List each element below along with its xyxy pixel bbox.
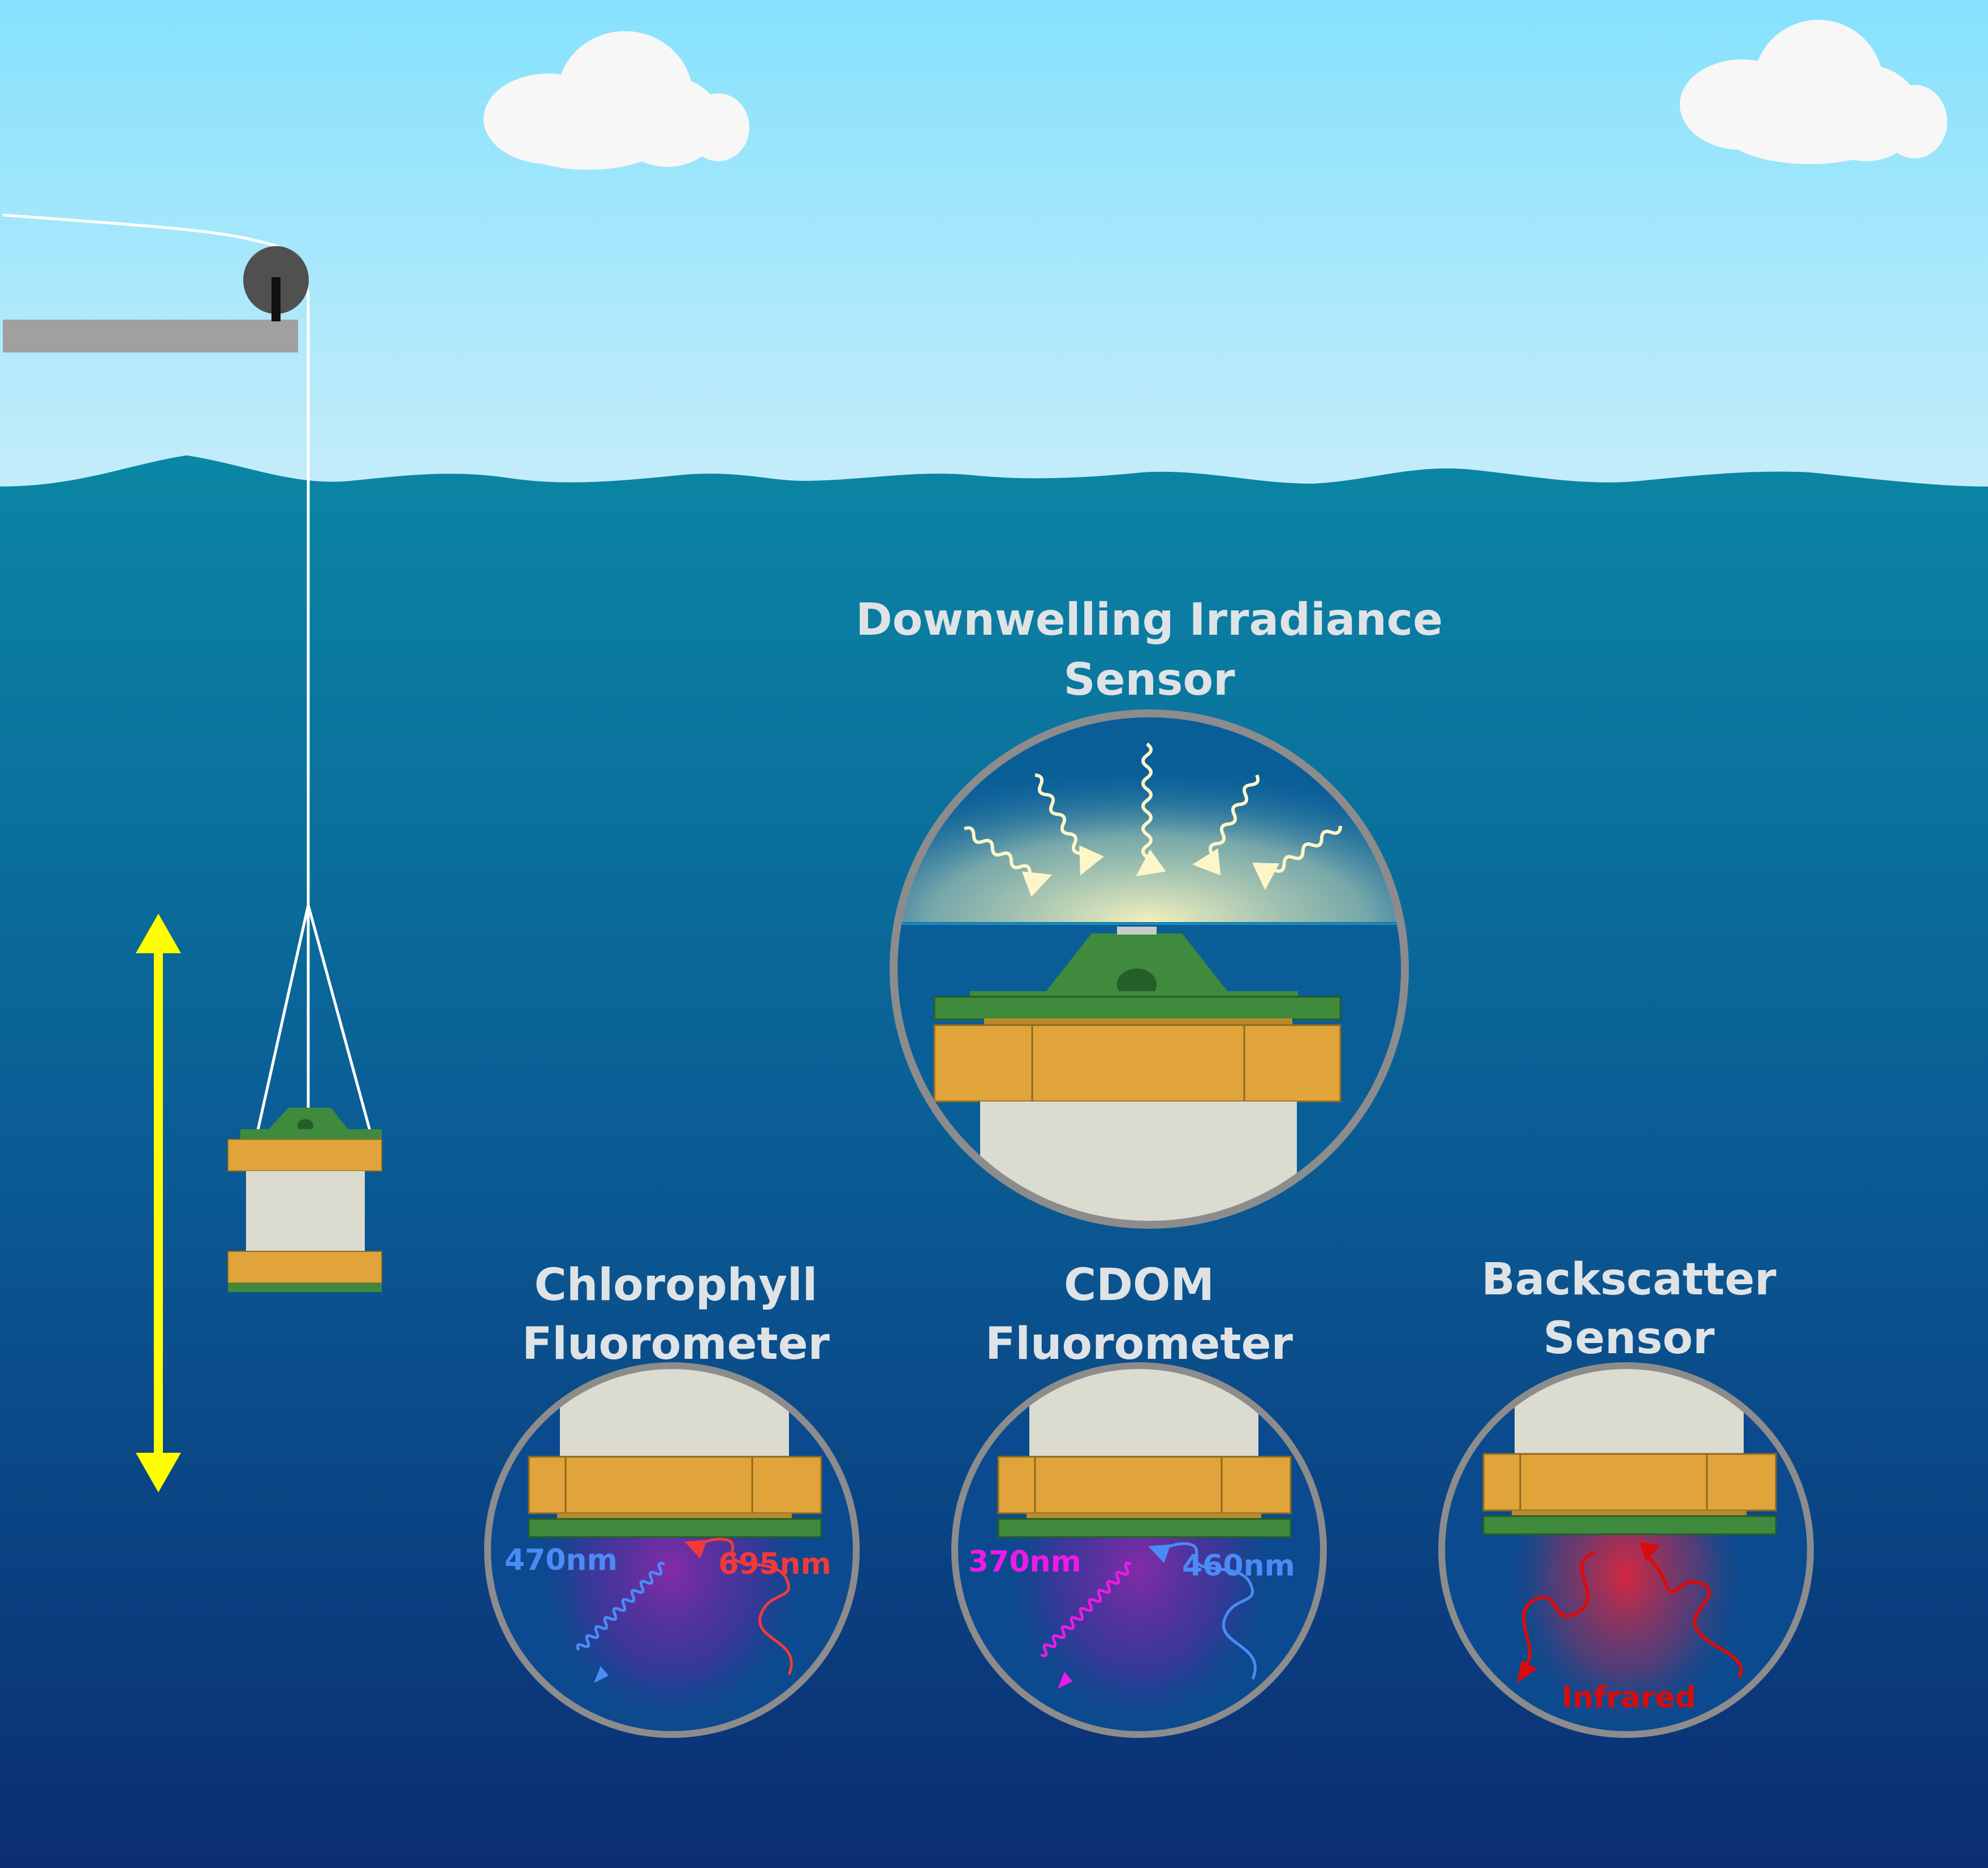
bridle-lines [256, 905, 372, 1133]
backscatter-title-line2: Sensor [1543, 1313, 1715, 1364]
irradiance-title-line1: Downwelling Irradiance [856, 595, 1443, 645]
excitation-wave-icon [576, 1561, 665, 1651]
cloud-icon [1680, 20, 1947, 164]
depth-arrow-icon [136, 914, 181, 1492]
cdom-zoom-circle [951, 1362, 1327, 1738]
chlorophyll-title-line2: Fluorometer [522, 1319, 830, 1370]
emission-wave-icon [1155, 1542, 1257, 1680]
cdom-title-line2: Fluorometer [985, 1319, 1293, 1370]
infrared-label: Infrared [1562, 1681, 1696, 1715]
pulley-post [271, 277, 281, 321]
cdom-title-line1: CDOM [1064, 1260, 1214, 1311]
chlorophyll-zoom-circle [484, 1362, 860, 1738]
cdom-excitation-label: 370nm [968, 1545, 1081, 1579]
cdom-emission-label: 460nm [1182, 1549, 1295, 1583]
emission-wave-icon [692, 1538, 793, 1675]
chl-excitation-label: 470nm [504, 1543, 618, 1577]
excitation-wave-icon [1040, 1561, 1132, 1658]
chl-emission-label: 695nm [718, 1547, 831, 1581]
backscatter-title-line1: Backscatter [1481, 1254, 1776, 1305]
backscatter-zoom-circle [1438, 1362, 1814, 1738]
chlorophyll-title-line1: Chlorophyll [534, 1260, 818, 1311]
sky [0, 0, 1988, 487]
irradiance-zoom-circle [890, 709, 1409, 1229]
infrared-wave-icon [1644, 1552, 1743, 1678]
profiler-instrument [227, 1108, 382, 1292]
dock-platform [3, 320, 298, 352]
infrared-wave-icon [1521, 1551, 1596, 1664]
light-ray-icon [963, 742, 1342, 897]
irradiance-title-line2: Sensor [1063, 655, 1235, 705]
cloud-icon [484, 31, 749, 170]
